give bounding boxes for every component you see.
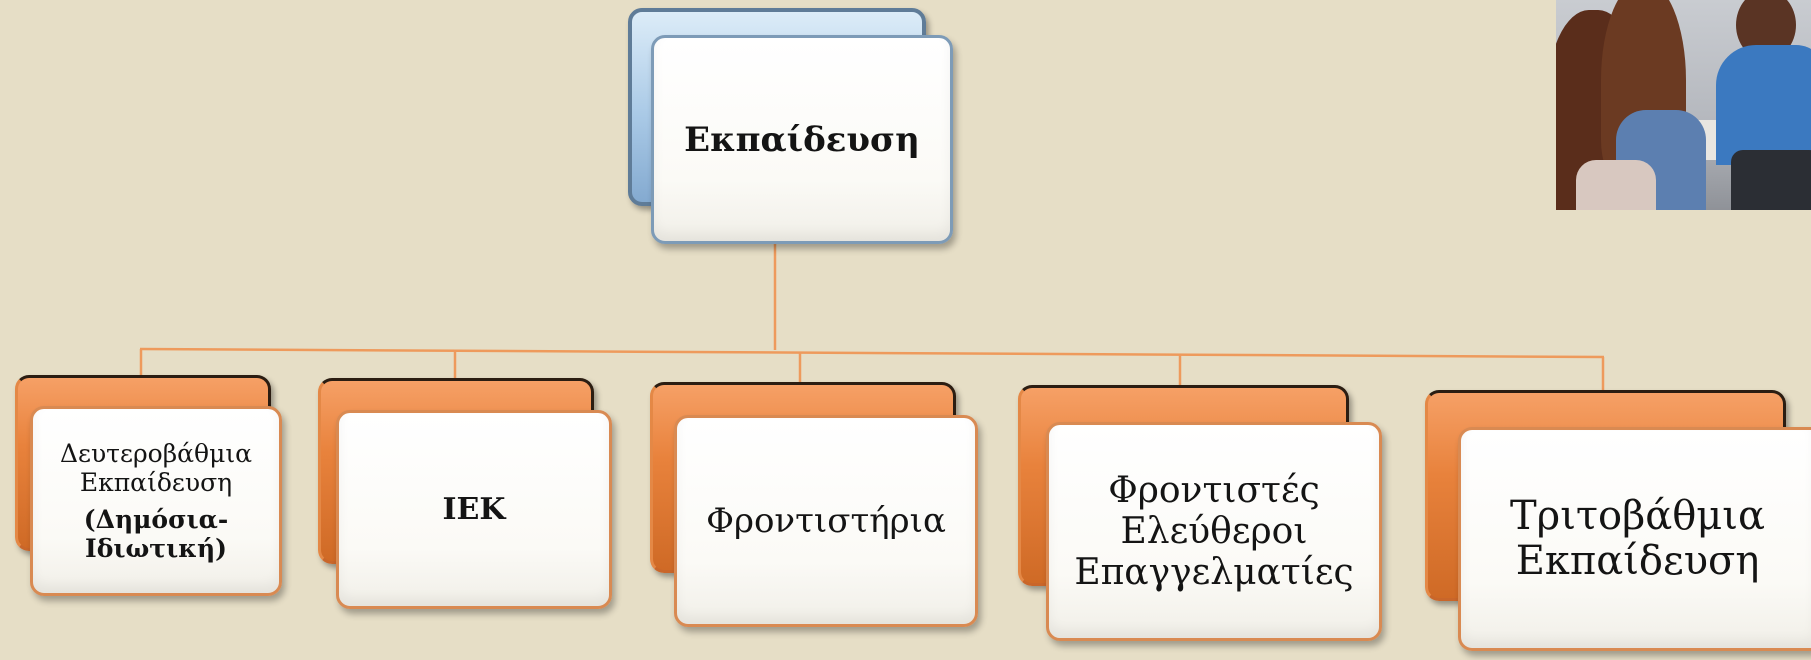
photo-student-shirt-right bbox=[1716, 45, 1811, 165]
node-tutoring-schools[interactable]: Φροντιστήρια bbox=[650, 382, 980, 627]
horizontal-bus-line bbox=[139, 347, 1605, 359]
node-freelance-tutors-card[interactable]: Φροντιστές Ελεύθεροι Επαγγελματίες bbox=[1046, 422, 1382, 641]
node-higher-education[interactable]: Τριτοβάθμια Εκπαίδευση bbox=[1425, 390, 1811, 655]
classroom-photo bbox=[1556, 0, 1811, 210]
photo-student-shirt-left bbox=[1576, 160, 1656, 210]
node-freelance-tutors-line-3: Επαγγελματίες bbox=[1074, 552, 1354, 593]
root-node-label: Εκπαίδευση bbox=[684, 119, 920, 160]
node-tutoring-schools-card[interactable]: Φροντιστήρια bbox=[674, 415, 978, 627]
node-secondary-education[interactable]: Δευτεροβάθμια Εκπαίδευση (Δημόσια- Ιδιωτ… bbox=[15, 375, 285, 600]
node-tutoring-schools-label: Φροντιστήρια bbox=[706, 501, 946, 541]
node-iek-card[interactable]: ΙΕΚ bbox=[336, 410, 612, 609]
node-iek[interactable]: ΙΕΚ bbox=[318, 378, 613, 611]
node-iek-label: ΙΕΚ bbox=[442, 492, 506, 527]
root-node-card[interactable]: Εκπαίδευση bbox=[651, 35, 953, 244]
node-secondary-education-line-2: Εκπαίδευση bbox=[79, 468, 233, 497]
node-higher-education-card[interactable]: Τριτοβάθμια Εκπαίδευση bbox=[1458, 427, 1811, 651]
node-secondary-education-card[interactable]: Δευτεροβάθμια Εκπαίδευση (Δημόσια- Ιδιωτ… bbox=[30, 406, 282, 596]
node-freelance-tutors-line-1: Φροντιστές bbox=[1108, 470, 1320, 511]
photo-chair bbox=[1731, 150, 1811, 210]
node-secondary-education-note-line-2: Ιδιωτική) bbox=[85, 534, 227, 563]
node-freelance-tutors-line-2: Ελεύθεροι bbox=[1120, 511, 1308, 552]
node-higher-education-line-2: Εκπαίδευση bbox=[1515, 538, 1760, 584]
root-node[interactable]: Εκπαίδευση bbox=[628, 8, 953, 244]
node-secondary-education-line-1: Δευτεροβάθμια bbox=[59, 439, 253, 468]
node-freelance-tutors[interactable]: Φροντιστές Ελεύθεροι Επαγγελματίες bbox=[1018, 385, 1383, 643]
node-higher-education-line-1: Τριτοβάθμια bbox=[1510, 493, 1765, 539]
node-secondary-education-note-line-1: (Δημόσια- bbox=[83, 505, 229, 534]
